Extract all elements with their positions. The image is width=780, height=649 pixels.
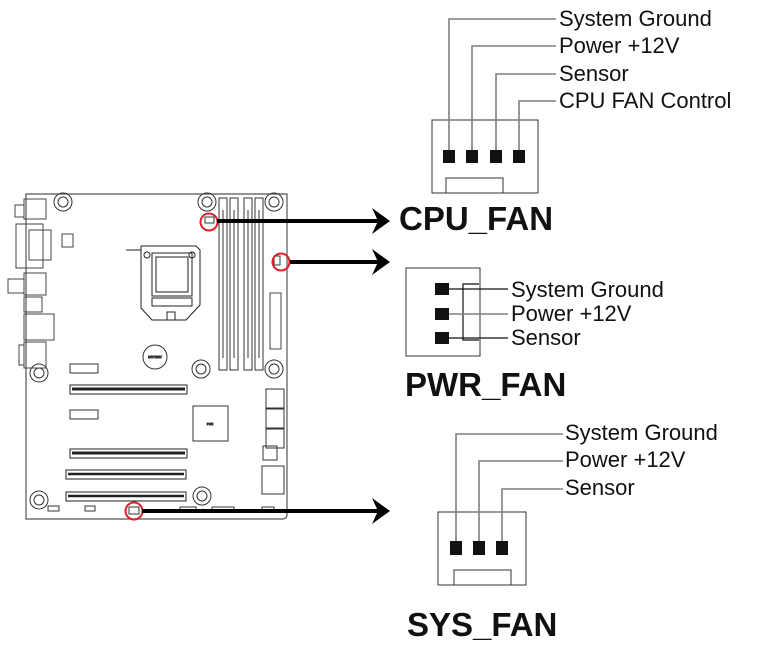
sys-fan-pin-label-2: Power +12V	[565, 447, 686, 472]
cpu-fan-pin-1	[443, 150, 455, 163]
sys-fan-pin-label-3: Sensor	[565, 475, 635, 500]
cpu-fan-pin-label-2: Power +12V	[559, 33, 680, 58]
cpu-fan-header-on-board	[204, 216, 215, 224]
cpu-fan-key	[445, 177, 504, 194]
board-outline	[25, 193, 288, 520]
sys-fan-pin-3	[496, 541, 508, 555]
sys-fan-arrow	[142, 498, 390, 524]
pwr-fan-connector: System Ground Power +12V Sensor PWR_FAN	[405, 267, 664, 403]
sys-fan-title: SYS_FAN	[407, 606, 557, 643]
pcie-x16-slot-1	[69, 384, 188, 395]
cpu-fan-pin-label-1: System Ground	[559, 6, 712, 31]
pcie-x1-slot-2	[69, 409, 99, 420]
battery: BATTERY	[142, 344, 168, 370]
sys-fan-pin-1	[450, 541, 462, 555]
pch-label: PCH	[207, 422, 213, 426]
sys-fan-lead-2	[478, 460, 563, 545]
sys-fan-pin-2	[473, 541, 485, 555]
cpu-fan-arrow	[217, 208, 390, 234]
pwr-fan-pin-label-2: Power +12V	[511, 301, 632, 326]
cpu-fan-lead-3	[495, 73, 556, 152]
cpu-fan-highlight	[199, 212, 219, 232]
pci-slot-2	[65, 491, 187, 502]
cpu-fan-pin-4	[513, 150, 525, 163]
sys-fan-connector: System Ground Power +12V Sensor SYS_FAN	[407, 420, 718, 643]
sata-ports	[262, 388, 285, 461]
cpu-socket	[126, 245, 201, 321]
sys-fan-lead-1	[455, 433, 563, 545]
cpu-fan-title: CPU_FAN	[399, 200, 553, 237]
pcie-x16-slot-2	[69, 448, 188, 459]
pwr-fan-arrow	[290, 249, 390, 275]
sys-fan-header-on-board	[128, 506, 140, 515]
pwr-fan-pin-label-1: System Ground	[511, 277, 664, 302]
pwr-fan-title: PWR_FAN	[405, 366, 566, 403]
sys-fan-lead-3	[501, 488, 563, 545]
pwr-fan-pin-3	[435, 332, 449, 344]
cpu-fan-lead-2	[471, 45, 556, 152]
cpu-fan-pin-label-3: Sensor	[559, 61, 629, 86]
sys-fan-pin-label-1: System Ground	[565, 420, 718, 445]
pwr-fan-housing	[405, 267, 481, 357]
pwr-fan-header-on-board	[273, 255, 281, 266]
cpu-fan-lead-1	[448, 18, 556, 152]
cpu-fan-lead-4	[518, 100, 556, 152]
pwr-fan-pin-label-3: Sensor	[511, 325, 581, 350]
pci-slot-1	[65, 469, 187, 480]
atx-power-header	[269, 292, 282, 350]
pwr-fan-pin-1	[435, 283, 449, 295]
cpu-fan-pin-3	[490, 150, 502, 163]
dimm-slots	[218, 197, 264, 371]
cpu-fan-pin-label-4: CPU FAN Control	[559, 88, 731, 113]
sys-fan-key	[453, 569, 512, 586]
pwr-fan-pin-2	[435, 308, 449, 320]
pwr-fan-lead-bracket	[462, 283, 479, 341]
pcie-x1-slot-1	[69, 363, 99, 374]
motherboard: BATTERY PCH	[7, 192, 288, 520]
mounting-holes	[29, 192, 284, 510]
cpu-fan-connector: System Ground Power +12V Sensor CPU FAN …	[399, 6, 731, 237]
pch-chip: PCH	[192, 405, 229, 442]
cpu-fan-pin-2	[466, 150, 478, 163]
rear-io-panel	[7, 198, 55, 369]
sys-fan-highlight	[124, 501, 144, 521]
pwr-fan-highlight	[271, 252, 291, 272]
battery-label: BATTERY	[148, 355, 162, 359]
